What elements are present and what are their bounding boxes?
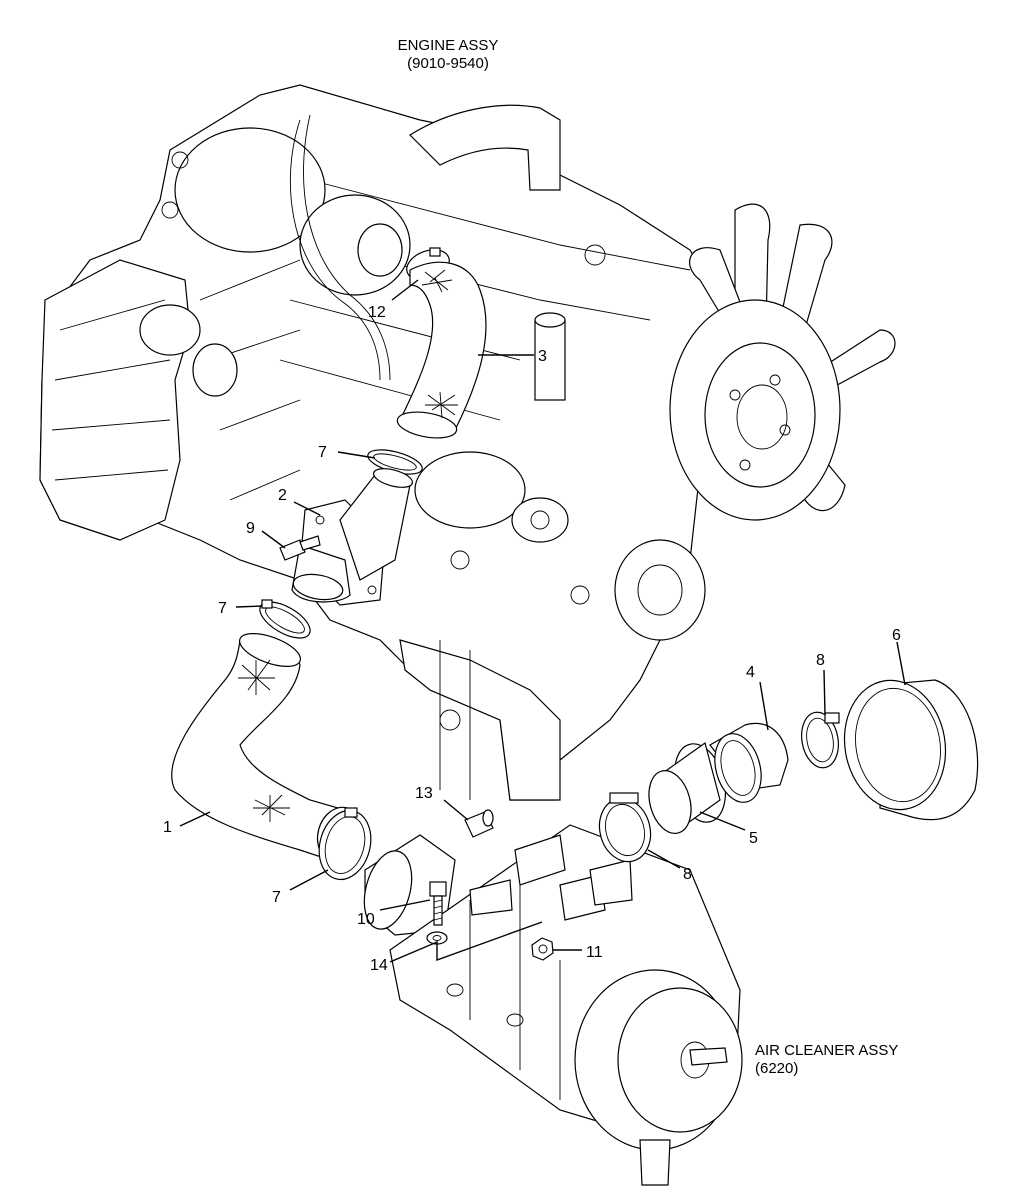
callout-3: 3	[538, 348, 547, 365]
engine-title: ENGINE ASSY	[398, 37, 499, 54]
callout-7-lower: 7	[272, 889, 281, 906]
part-5-sleeve	[648, 742, 726, 834]
callout-11: 11	[586, 944, 603, 961]
part-7-lower-clamp	[318, 807, 372, 881]
callout-12: 12	[368, 304, 386, 321]
callout-8-upper: 8	[816, 652, 825, 669]
callout-14: 14	[370, 957, 388, 974]
callout-13: 13	[415, 785, 433, 802]
callout-9: 9	[246, 520, 255, 537]
part-13-cap	[464, 809, 494, 838]
callout-1: 1	[163, 819, 172, 836]
part-7-upper-clamp	[367, 449, 423, 475]
part-8-upper-clamp	[801, 711, 840, 769]
part-2-flange-elbow	[291, 468, 414, 606]
part-9-bolt	[279, 535, 321, 561]
callout-7-mid: 7	[218, 600, 227, 617]
callout-7-upper: 7	[318, 444, 327, 461]
air-cleaner-code: (6220)	[755, 1060, 798, 1077]
part-11-nut	[531, 937, 554, 961]
part-8-lower-clamp	[598, 792, 652, 863]
callout-5: 5	[749, 830, 758, 847]
part-4-elbow	[709, 722, 789, 803]
air-cleaner-title: AIR CLEANER ASSY	[755, 1042, 898, 1059]
callout-8-lower: 8	[683, 866, 692, 883]
part-10-bolt	[429, 881, 447, 926]
leader-lines	[179, 279, 906, 963]
cooling-fan	[669, 203, 896, 521]
callout-2: 2	[278, 487, 287, 504]
callout-4: 4	[746, 664, 755, 681]
callout-6: 6	[892, 627, 901, 644]
part-6-cap	[843, 679, 979, 821]
callout-10: 10	[357, 911, 375, 928]
engine-assembly	[39, 84, 741, 801]
engine-code: (9010-9540)	[407, 55, 489, 72]
part-7-mid-clamp	[259, 599, 311, 639]
part-3-upper-hose	[396, 261, 487, 439]
